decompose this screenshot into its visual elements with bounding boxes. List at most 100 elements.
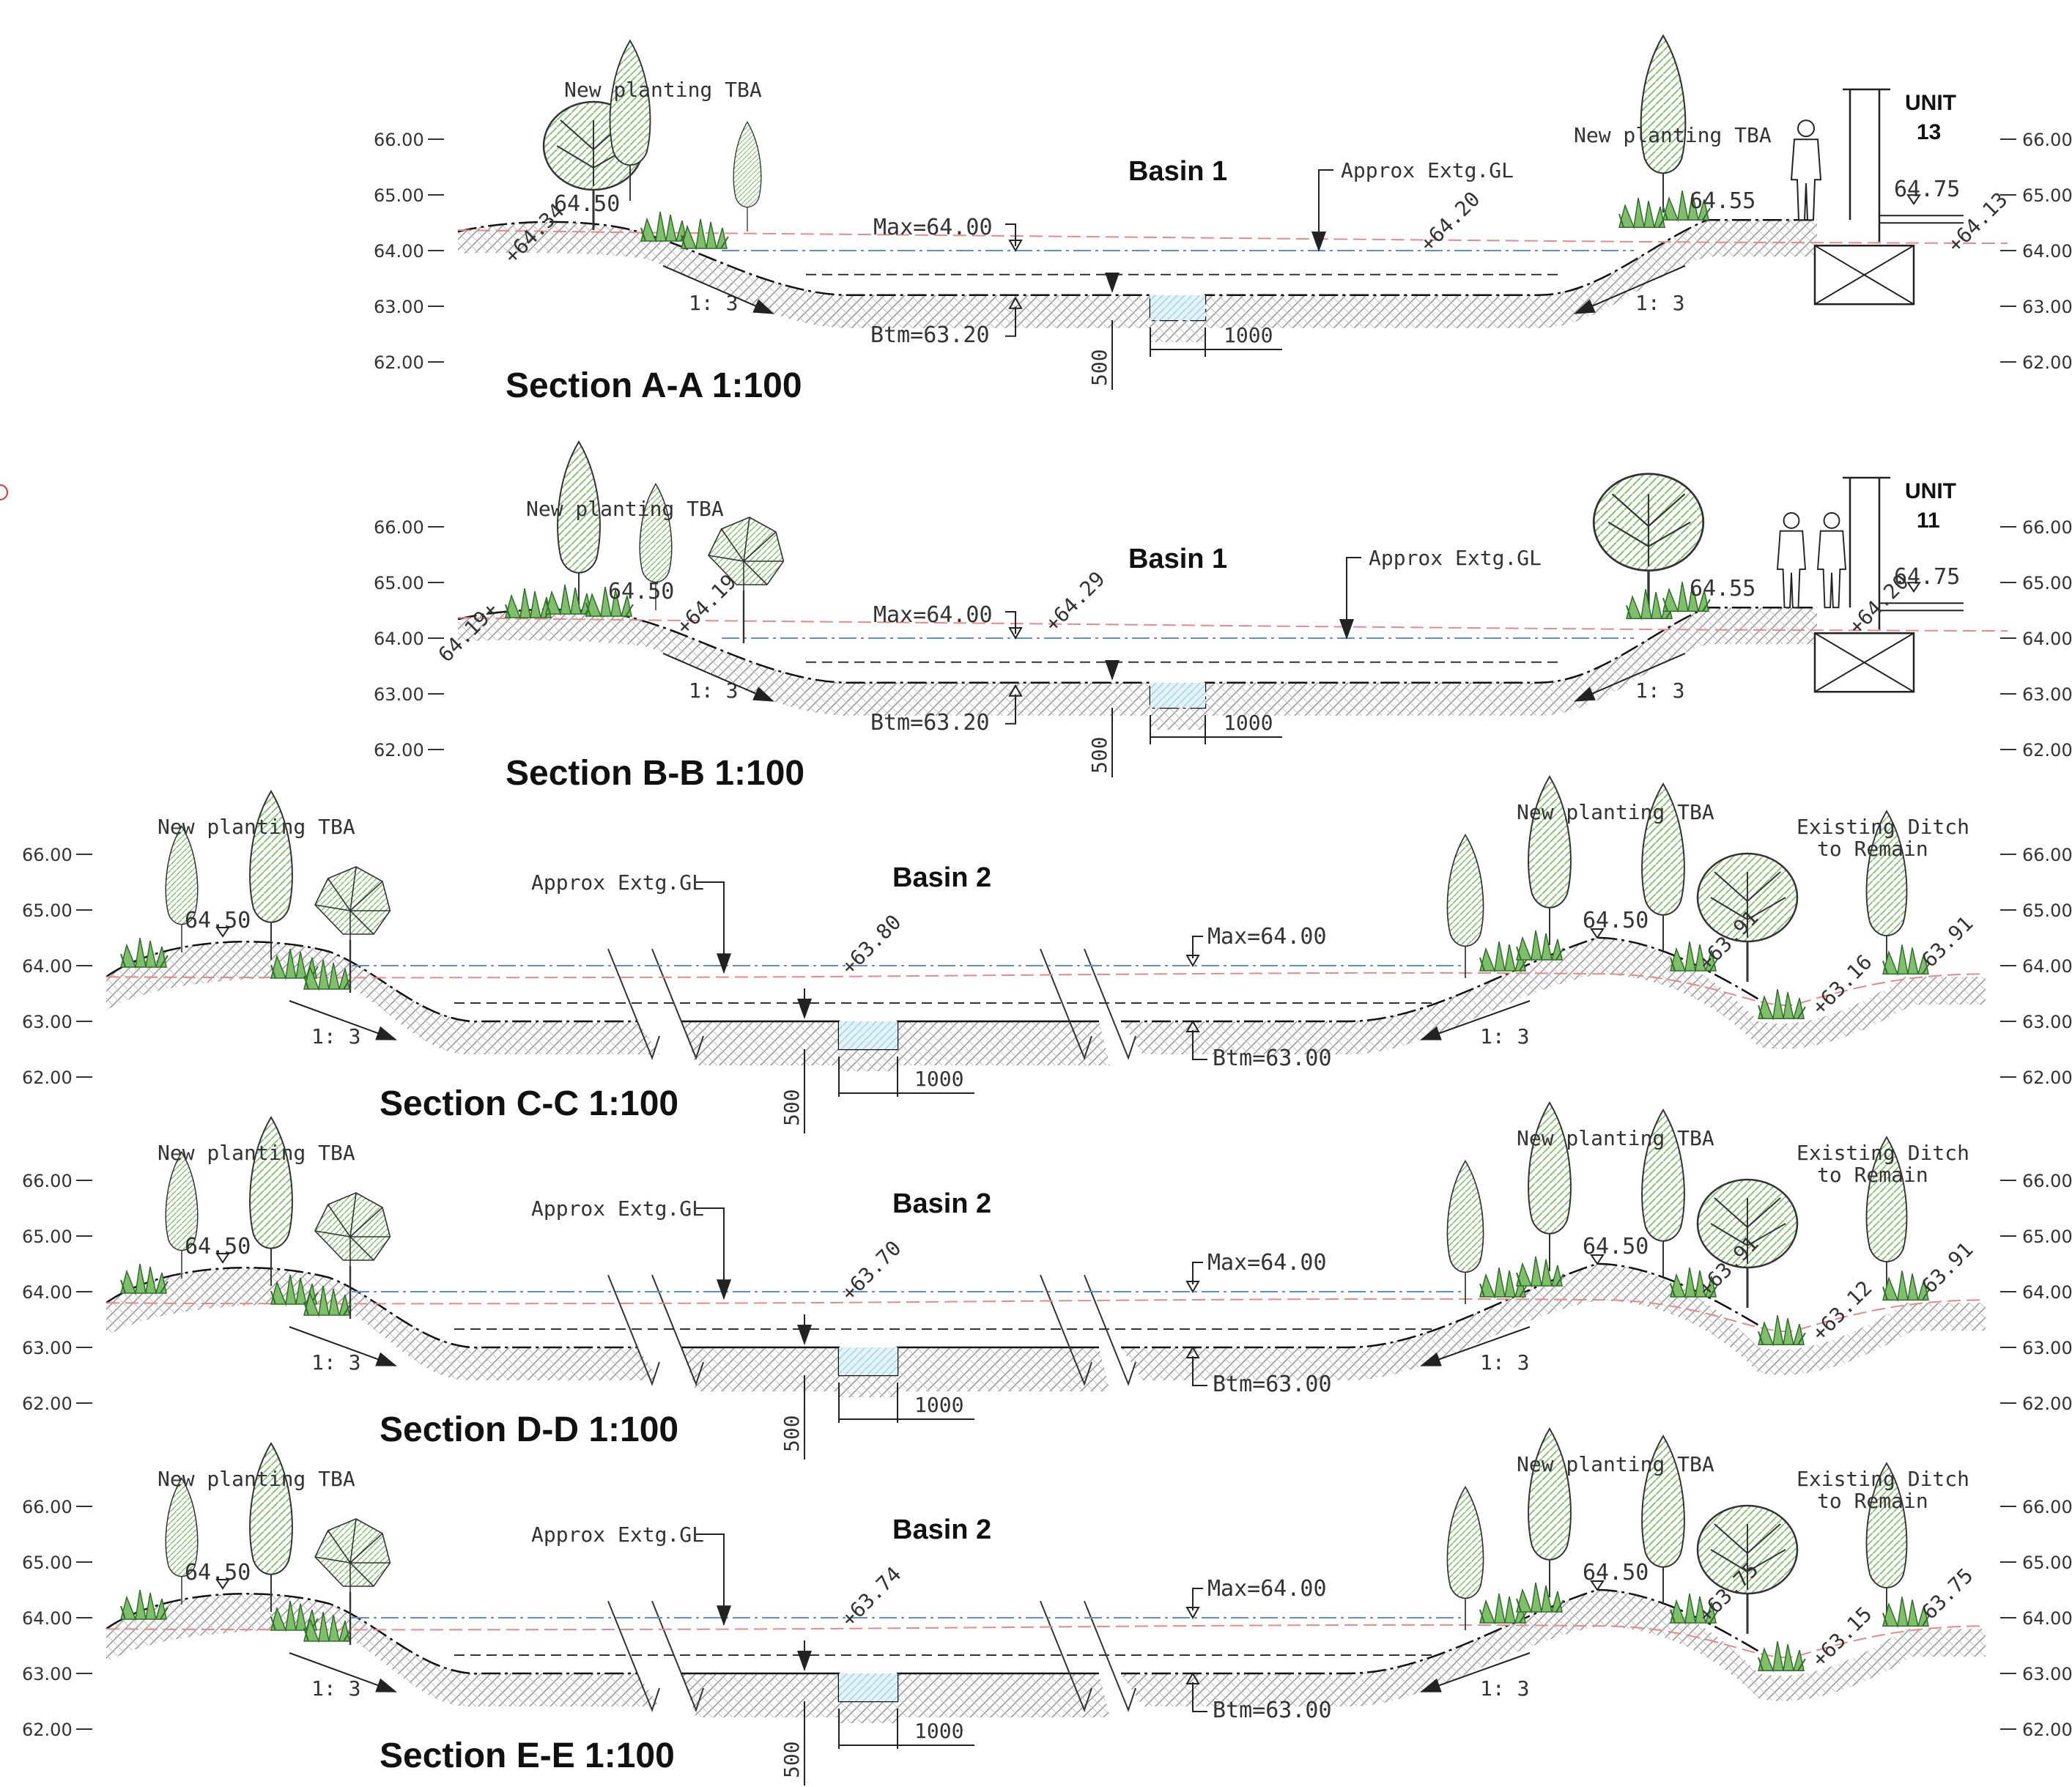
level-tick-left: 65.00: [374, 185, 424, 206]
shrub-icon: [1516, 930, 1564, 961]
btm-level-label: Btm=63.00: [1213, 1372, 1332, 1397]
leader-arrow: [696, 1207, 731, 1301]
level-tick-right: 65.00: [2022, 185, 2072, 206]
tree-cypress-icon: [1446, 1160, 1484, 1305]
approx-ground-label: Approx Extg.GL: [531, 870, 704, 895]
leader-arrow: [696, 1533, 731, 1627]
slope-arrow: [1574, 264, 1686, 314]
shrub-icon: [120, 1263, 169, 1294]
level-marker: [215, 1579, 230, 1590]
level-tick-right: 62.00: [2022, 1394, 2072, 1414]
slope-label: 1: 3: [311, 1676, 360, 1701]
level-tick-left: 64.00: [374, 241, 424, 262]
ditch-label: to Remain: [1817, 837, 1928, 861]
person-icon: [1791, 119, 1821, 221]
level-tick-right: 66.00: [2022, 1171, 2072, 1191]
slope-arrow: [662, 652, 774, 702]
existing-ground-line: [457, 617, 2008, 632]
leader-arrow: [696, 881, 731, 974]
break-line: [1084, 1274, 1136, 1386]
break-line: [607, 1600, 660, 1712]
shrub-icon: [1516, 1582, 1564, 1613]
level-tick-right: 62.00: [2022, 1068, 2072, 1088]
break-line: [1084, 1600, 1136, 1712]
leader: [1005, 694, 1016, 725]
ground-hatch: [1121, 938, 1986, 1054]
shrub-icon: [681, 218, 729, 249]
slope-label: 1: 3: [311, 1350, 360, 1375]
level-marker: [1008, 627, 1023, 640]
basin-label: Basin 1: [1128, 156, 1227, 187]
level-marker: [1185, 1019, 1200, 1032]
level-tick-right: 64.00: [2022, 241, 2072, 262]
slope-label: 1: 3: [311, 1024, 360, 1048]
level-tick-right: 64.00: [2022, 1282, 2072, 1303]
max-level-label: Max=64.00: [1207, 1250, 1327, 1276]
ditch-label: to Remain: [1817, 1163, 1928, 1187]
slope-label: 1: 3: [1635, 678, 1684, 703]
spot-level: +64.29: [1040, 566, 1110, 636]
leader: [1192, 1682, 1207, 1712]
break-line: [651, 1600, 704, 1712]
person-icon: [1817, 512, 1846, 609]
dim-1000: 1000: [914, 1067, 963, 1091]
basin-label: Basin 1: [1128, 544, 1227, 574]
dim-1000: 1000: [914, 1719, 963, 1743]
spot-level: +64.20: [1416, 187, 1485, 256]
shrub-icon: [640, 211, 689, 242]
section-title: Section A-A 1:100: [506, 366, 802, 405]
spot-level: 63.91: [1917, 1237, 1978, 1298]
level-tick-right: 62.00: [2022, 352, 2072, 373]
section-title: Section E-E 1:100: [380, 1736, 675, 1775]
level-tick-left: 66.00: [22, 845, 73, 865]
level-marker: [1008, 240, 1023, 253]
level-tick-right: 66.00: [2022, 130, 2072, 150]
shrub-icon: [1758, 1314, 1806, 1346]
dim-500: 500: [1087, 736, 1111, 774]
ground-hatch: [681, 1347, 1110, 1397]
slope-arrow: [1420, 1000, 1531, 1040]
spot-level: 63.91: [1917, 911, 1978, 972]
level-tick-left: 63.00: [22, 1664, 73, 1684]
planting-label: New planting TBA: [526, 497, 724, 521]
existing-ground-line: [106, 972, 1986, 1007]
leader: [1192, 1588, 1203, 1610]
level-tick-left: 64.00: [22, 1608, 73, 1629]
leader-arrow: [1339, 557, 1361, 640]
leader: [1005, 306, 1016, 337]
section-title: Section C-C 1:100: [380, 1084, 678, 1123]
existing-ground-line: [457, 229, 2008, 245]
btm-level-label: Btm=63.20: [870, 322, 990, 348]
level-tick-right: 63.00: [2022, 1012, 2072, 1032]
planting-label: New planting TBA: [1517, 1126, 1714, 1150]
spot-level: +63.74: [837, 1562, 906, 1632]
planting-label: New planting TBA: [1574, 123, 1772, 147]
slope-arrow: [1420, 1652, 1531, 1692]
level-tick-left: 63.00: [374, 297, 424, 317]
level-tick-left: 64.00: [22, 956, 73, 977]
planting-label: New planting TBA: [1517, 800, 1714, 824]
tree-cypress-icon: [733, 121, 762, 232]
shrub-icon: [120, 1589, 169, 1620]
approx-ground-label: Approx Extg.GL: [1369, 546, 1542, 570]
level-tick-left: 65.00: [22, 1553, 73, 1573]
level-tick-left: 62.00: [22, 1720, 73, 1740]
break-line: [607, 948, 660, 1060]
tree-cypress-icon: [165, 825, 199, 953]
origin-marker: [0, 484, 8, 500]
approx-ground-label: Approx Extg.GL: [1341, 158, 1514, 182]
level-marker: [1008, 684, 1023, 697]
level-tick-left: 62.00: [374, 352, 424, 373]
section-title: Section D-D 1:100: [380, 1410, 678, 1449]
max-level-label: Max=64.00: [873, 602, 993, 628]
swale-fill: [839, 1673, 898, 1701]
tree-cypress-icon: [165, 1151, 199, 1279]
level-tick-left: 63.00: [22, 1012, 73, 1032]
ground-hatch: [1121, 1590, 1986, 1706]
ditch-label: Existing Ditch: [1797, 1141, 1969, 1165]
level-tick-right: 65.00: [2022, 1553, 2072, 1573]
